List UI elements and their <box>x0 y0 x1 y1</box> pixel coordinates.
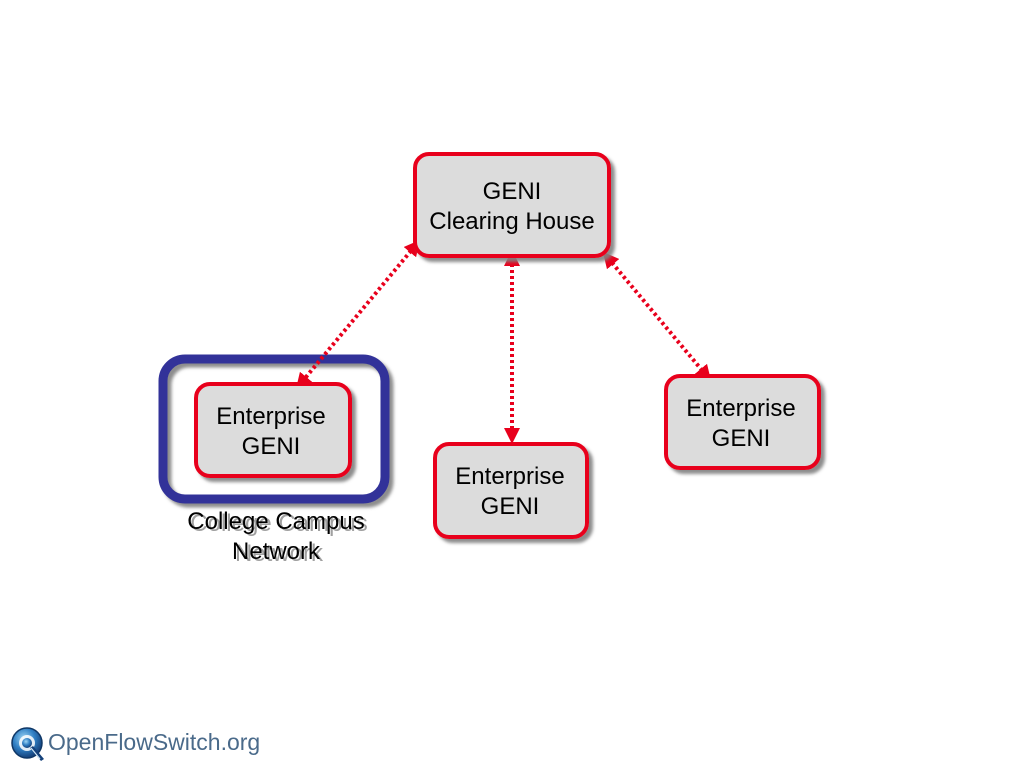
campus-label-line2: Network <box>232 538 321 565</box>
enterprise-geni-node-right: Enterprise GENI <box>664 374 821 470</box>
enterprise-right-label-line2: GENI <box>712 425 771 452</box>
campus-label-shadow-line1: College Campus <box>190 510 367 537</box>
campus-label-line1: College Campus <box>187 508 364 535</box>
footer-brand[interactable]: OpenFlowSwitch.org <box>10 724 260 764</box>
enterprise-right-label-line1: Enterprise <box>686 395 795 422</box>
clearing-house-label-line2: Clearing House <box>429 208 594 235</box>
clearing-house-label-line1: GENI <box>483 178 542 205</box>
clearing-house-node: GENI Clearing House <box>413 152 611 258</box>
enterprise-left-label-line1: Enterprise <box>216 403 325 430</box>
enterprise-geni-node-left: Enterprise GENI <box>194 382 352 478</box>
campus-network-label: College Campus Network College Campus Ne… <box>187 508 367 567</box>
enterprise-center-label-line1: Enterprise <box>455 463 564 490</box>
campus-network-boundary <box>158 354 390 504</box>
enterprise-left-label-line2: GENI <box>242 433 301 460</box>
footer-brand-text[interactable]: OpenFlowSwitch.org <box>48 728 261 755</box>
enterprise-geni-node-center: Enterprise GENI <box>433 442 589 539</box>
connector-clearinghouse-right <box>602 251 712 382</box>
enterprise-center-label-line2: GENI <box>481 493 540 520</box>
openflow-q-logo-icon <box>11 727 44 761</box>
campus-label-shadow-line2: Network <box>235 540 324 567</box>
